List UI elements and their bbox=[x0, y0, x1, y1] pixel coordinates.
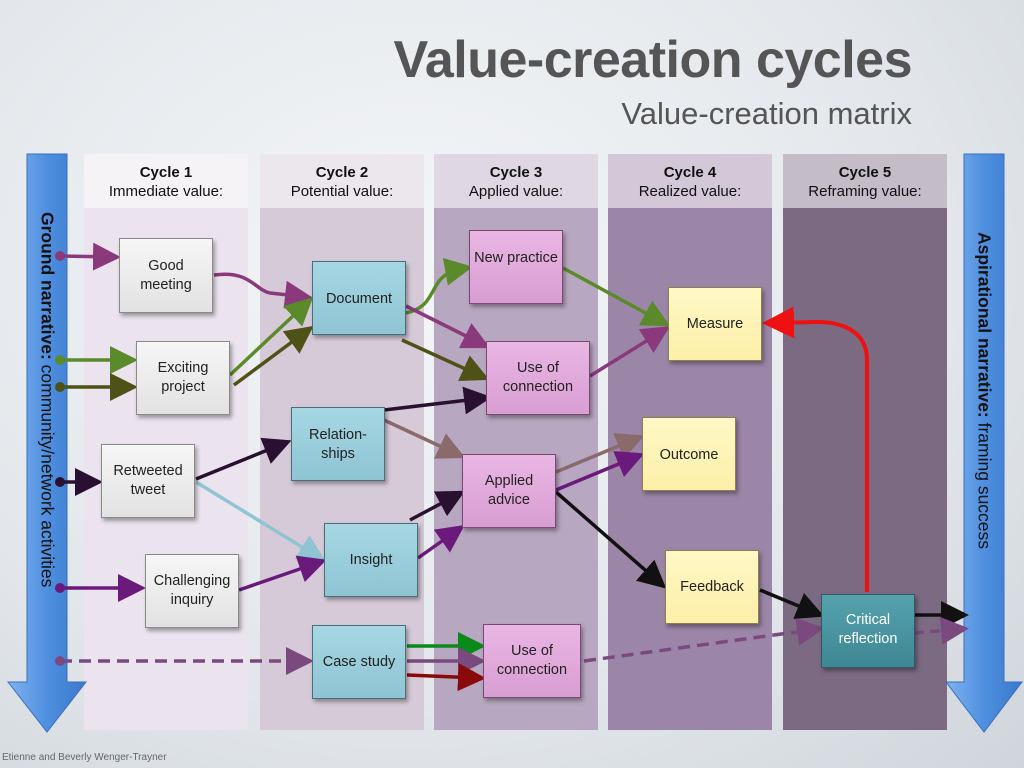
cycle-3-name: Cycle 3 bbox=[489, 164, 543, 181]
cycle-2-name: Cycle 2 bbox=[315, 164, 369, 181]
page-title: Value-creation cycles bbox=[393, 31, 913, 89]
aspirational-narrative-label: Aspirational narrative: framing success bbox=[974, 232, 995, 549]
new-practice-box[interactable]: New practice bbox=[469, 230, 563, 304]
cycle-1-name: Cycle 1 bbox=[139, 164, 193, 181]
cycle-header-2: Cycle 2 Potential value: bbox=[260, 154, 424, 208]
cycle-4-value: Realized value: bbox=[638, 183, 742, 200]
insight-box[interactable]: Insight bbox=[324, 523, 418, 597]
outcome-box[interactable]: Outcome bbox=[642, 417, 736, 491]
cycle-2-value: Potential value: bbox=[290, 183, 394, 200]
cycle-4-name: Cycle 4 bbox=[663, 164, 717, 181]
exciting-project-box[interactable]: Exciting project bbox=[136, 341, 230, 415]
cycle-5-value: Reframing value: bbox=[808, 183, 922, 200]
ground-narrative-label: Ground narrative: community/network acti… bbox=[37, 212, 58, 587]
challenging-inquiry-box[interactable]: Challenging inquiry bbox=[145, 554, 239, 628]
cycle-header-3: Cycle 3 Applied value: bbox=[434, 154, 598, 208]
good-meeting-box[interactable]: Good meeting bbox=[119, 238, 213, 313]
credit-text: Etienne and Beverly Wenger-Trayner bbox=[2, 752, 167, 763]
aspirational-narrative-arrow bbox=[944, 153, 1024, 733]
aspirational-narrative-label-rest: framing success bbox=[974, 417, 995, 550]
retweeted-tweet-box[interactable]: Retweeted tweet bbox=[101, 444, 195, 518]
critical-reflection-box[interactable]: Critical reflection bbox=[821, 594, 915, 668]
applied-advice-box[interactable]: Applied advice bbox=[462, 454, 556, 528]
cycle-header-5: Cycle 5 Reframing value: bbox=[783, 154, 947, 208]
cycle-3-value: Applied value: bbox=[468, 183, 564, 200]
aspirational-narrative-label-bold: Aspirational narrative: bbox=[974, 232, 995, 418]
document-box[interactable]: Document bbox=[312, 261, 406, 335]
feedback-box[interactable]: Feedback bbox=[665, 550, 759, 624]
measure-box[interactable]: Measure bbox=[668, 287, 762, 361]
use-of-connection-box-2[interactable]: Use of connection bbox=[483, 624, 581, 698]
cycle-header-1: Cycle 1 Immediate value: bbox=[84, 154, 248, 208]
ground-narrative-label-bold: Ground narrative: bbox=[37, 212, 58, 360]
cycle-5-name: Cycle 5 bbox=[838, 164, 892, 181]
ground-narrative-label-rest: community/network activities bbox=[37, 359, 58, 588]
relationships-box[interactable]: Relation-ships bbox=[291, 407, 385, 481]
use-of-connection-box-1[interactable]: Use of connection bbox=[486, 341, 590, 415]
cycle-1-value: Immediate value: bbox=[108, 183, 224, 200]
cycle-header-4: Cycle 4 Realized value: bbox=[608, 154, 772, 208]
page-subtitle: Value-creation matrix bbox=[621, 96, 912, 131]
case-study-box[interactable]: Case study bbox=[312, 625, 406, 699]
